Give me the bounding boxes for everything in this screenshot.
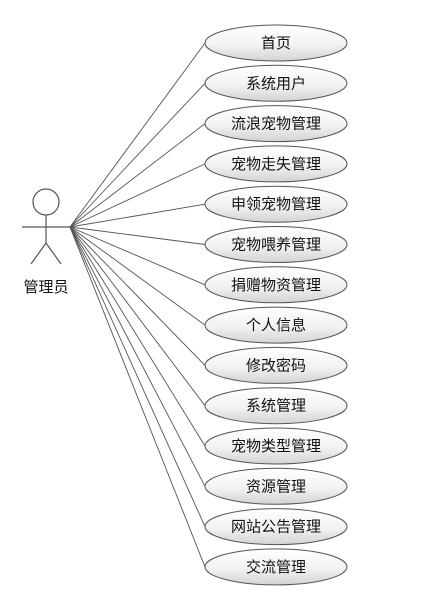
use-case-7[interactable]: 捐赠物资管理 bbox=[204, 266, 348, 304]
use-case-11-ellipse bbox=[204, 427, 348, 465]
use-case-3-ellipse bbox=[204, 105, 348, 143]
actor-right-leg bbox=[45, 242, 62, 265]
actor-left-leg bbox=[30, 242, 47, 265]
use-case-12-ellipse bbox=[204, 467, 348, 505]
use-case-1-ellipse bbox=[204, 24, 348, 62]
association-line-10 bbox=[69, 226, 206, 406]
use-case-2-label: 系统用户 bbox=[246, 74, 306, 92]
use-case-6[interactable]: 宠物喂养管理 bbox=[204, 226, 348, 263]
association-line-3 bbox=[69, 123, 206, 228]
use-case-9-label: 修改密码 bbox=[246, 356, 306, 374]
use-case-14-ellipse bbox=[204, 548, 348, 586]
association-line-9 bbox=[69, 226, 206, 366]
use-case-13[interactable]: 网站公告管理 bbox=[204, 508, 348, 546]
association-line-12 bbox=[69, 226, 206, 487]
use-case-14-label: 交流管理 bbox=[246, 558, 306, 576]
association-line-8 bbox=[69, 226, 206, 326]
use-case-9-ellipse bbox=[204, 346, 348, 384]
actor-admin[interactable]: 管理员 bbox=[22, 188, 70, 296]
use-case-11[interactable]: 宠物类型管理 bbox=[204, 427, 348, 465]
use-case-5-label: 申领宠物管理 bbox=[231, 195, 321, 213]
use-case-10[interactable]: 系统管理 bbox=[204, 387, 348, 425]
use-case-8-label: 个人信息 bbox=[246, 316, 306, 334]
use-case-13-ellipse bbox=[204, 508, 348, 546]
use-case-2-ellipse bbox=[204, 64, 348, 102]
association-line-6 bbox=[69, 226, 206, 245]
use-case-5[interactable]: 申领宠物管理 bbox=[204, 185, 348, 223]
association-lines bbox=[69, 42, 206, 568]
actor-head bbox=[32, 188, 60, 216]
use-case-4-ellipse bbox=[204, 145, 348, 183]
association-line-13 bbox=[69, 226, 206, 527]
use-case-3[interactable]: 流浪宠物管理 bbox=[204, 105, 348, 143]
use-case-12-label: 资源管理 bbox=[246, 477, 306, 495]
use-case-3-label: 流浪宠物管理 bbox=[231, 115, 321, 133]
actor-label: 管理员 bbox=[23, 278, 68, 296]
use-case-list: 首页系统用户流浪宠物管理宠物走失管理申领宠物管理宠物喂养管理捐赠物资管理个人信息… bbox=[204, 24, 348, 586]
association-line-7 bbox=[69, 226, 206, 286]
association-line-2 bbox=[69, 82, 206, 228]
use-case-10-ellipse bbox=[204, 387, 348, 425]
use-case-6-ellipse bbox=[204, 226, 348, 263]
use-case-14[interactable]: 交流管理 bbox=[204, 548, 348, 586]
use-case-13-label: 网站公告管理 bbox=[231, 518, 321, 536]
use-case-7-label: 捐赠物资管理 bbox=[231, 276, 321, 294]
use-case-1-label: 首页 bbox=[261, 34, 291, 52]
use-case-8[interactable]: 个人信息 bbox=[204, 306, 348, 344]
use-case-10-label: 系统管理 bbox=[246, 397, 306, 415]
use-case-7-ellipse bbox=[204, 266, 348, 304]
use-case-9[interactable]: 修改密码 bbox=[204, 346, 348, 384]
use-case-8-ellipse bbox=[204, 306, 348, 344]
association-line-1 bbox=[69, 42, 206, 228]
use-case-5-ellipse bbox=[204, 185, 348, 223]
association-line-4 bbox=[69, 163, 206, 228]
association-line-5 bbox=[69, 203, 206, 228]
use-case-6-label: 宠物喂养管理 bbox=[231, 236, 321, 254]
use-case-4-label: 宠物走失管理 bbox=[231, 155, 321, 173]
use-case-12[interactable]: 资源管理 bbox=[204, 467, 348, 505]
use-case-4[interactable]: 宠物走失管理 bbox=[204, 145, 348, 183]
association-line-11 bbox=[69, 226, 206, 447]
association-line-14 bbox=[69, 226, 206, 568]
use-case-1[interactable]: 首页 bbox=[204, 24, 348, 62]
use-case-2[interactable]: 系统用户 bbox=[204, 64, 348, 102]
use-case-11-label: 宠物类型管理 bbox=[231, 437, 321, 455]
